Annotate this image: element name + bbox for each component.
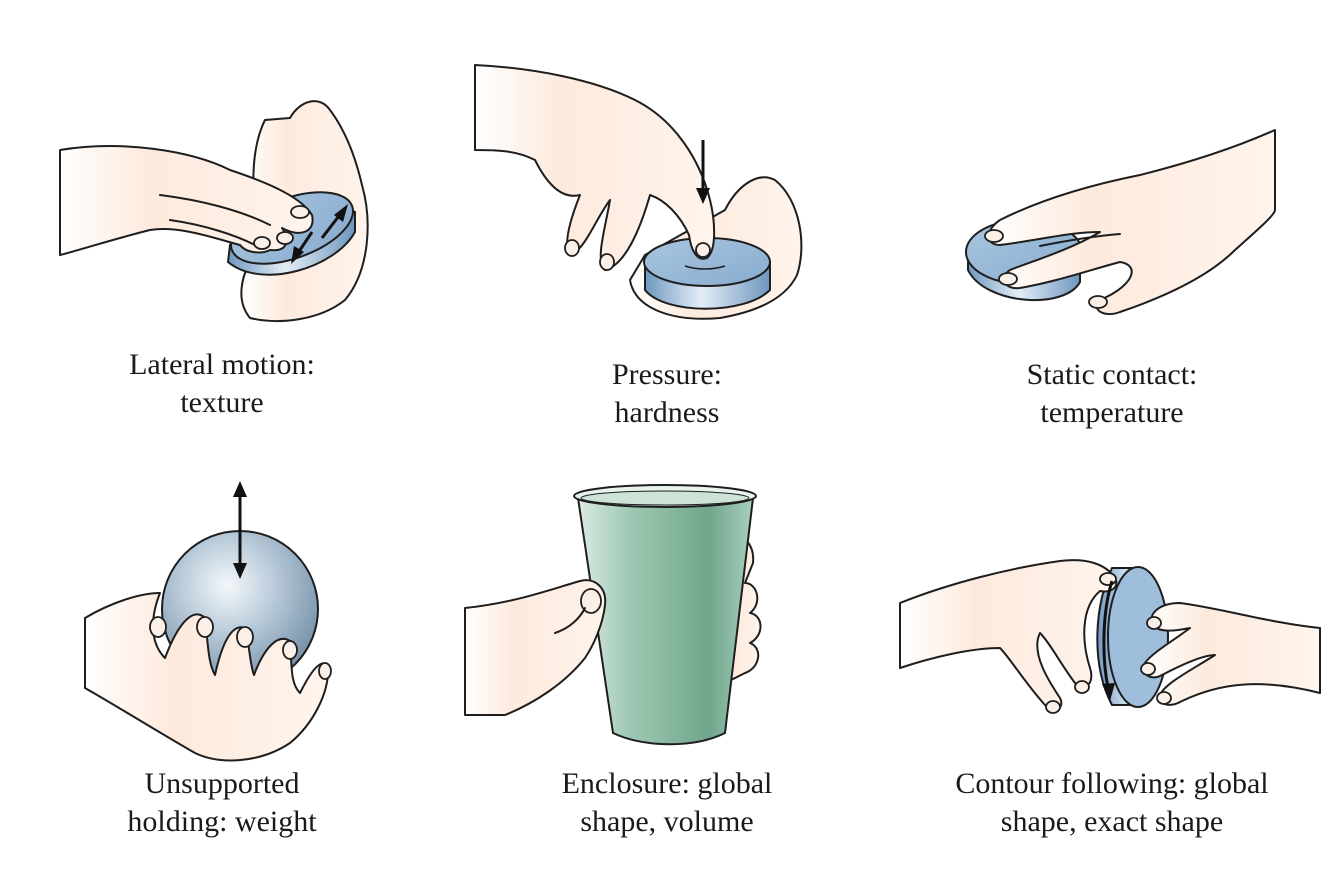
fingernail <box>318 662 332 680</box>
fingernail <box>253 236 271 250</box>
contour-following-illustration <box>899 559 1321 714</box>
fingernail <box>599 253 615 271</box>
panel-pressure: Pressure: hardness <box>445 0 889 443</box>
caption-line: Lateral motion: <box>129 348 315 381</box>
caption-lateral-motion: Lateral motion: texture <box>0 346 444 422</box>
cup-object <box>573 484 757 746</box>
pressure-arrow <box>696 140 710 204</box>
cylinder-object <box>1096 566 1169 708</box>
panel-enclosure: Enclosure: global shape, volume <box>445 443 889 886</box>
fingernail <box>580 588 602 614</box>
caption-line: shape, exact shape <box>1000 805 1224 838</box>
enclosure-illustration <box>464 484 762 746</box>
caption-contour-following: Contour following: global shape, exact s… <box>890 765 1334 841</box>
pressure-illustration <box>474 64 803 320</box>
static-contact-illustration <box>965 129 1276 316</box>
fingernail <box>1074 680 1090 694</box>
contour-arrow <box>1102 580 1115 701</box>
lateral-motion-illustration <box>59 100 369 322</box>
pressing-hand <box>474 64 716 271</box>
holding-hand <box>84 592 330 762</box>
fingernail <box>236 626 254 648</box>
caption-line: Enclosure: global <box>561 767 773 800</box>
fingernail <box>1156 691 1172 705</box>
fingernail <box>1099 572 1117 586</box>
weight-arrow <box>233 481 247 579</box>
caption-static-contact: Static contact: temperature <box>890 356 1334 432</box>
caption-line: shape, volume <box>580 805 754 838</box>
fingernail <box>695 242 711 258</box>
fingernail <box>196 616 214 638</box>
caption-line: hardness <box>614 396 720 429</box>
resting-hand <box>987 129 1276 316</box>
caption-line: Pressure: <box>612 358 722 391</box>
fingernail <box>1146 616 1162 630</box>
caption-line: Static contact: <box>1026 358 1198 391</box>
fingernail <box>1088 295 1108 309</box>
caption-line: texture <box>180 386 264 419</box>
enclosing-hand <box>464 579 607 716</box>
fingernail <box>290 205 310 219</box>
left-hand <box>899 559 1118 711</box>
fingernail <box>1045 700 1061 714</box>
panel-lateral-motion: Lateral motion: texture <box>0 0 444 443</box>
caption-pressure: Pressure: hardness <box>445 356 889 432</box>
panel-unsupported-holding: Unsupported holding: weight <box>0 443 444 886</box>
panel-static-contact: Static contact: temperature <box>890 0 1334 443</box>
fingernail <box>282 640 298 660</box>
caption-line: Contour following: global <box>955 767 1269 800</box>
caption-line: temperature <box>1040 396 1184 429</box>
caption-line: Unsupported <box>144 767 300 800</box>
lateral-motion-arrows <box>291 204 348 264</box>
fingernail <box>1140 662 1156 676</box>
fingernail <box>984 229 1004 243</box>
caption-enclosure: Enclosure: global shape, volume <box>445 765 889 841</box>
caption-unsupported-holding: Unsupported holding: weight <box>0 765 444 841</box>
fingernail <box>564 239 580 257</box>
fingernail <box>998 272 1018 286</box>
caption-line: holding: weight <box>127 805 317 838</box>
fingernail <box>276 231 294 245</box>
disk-object <box>643 237 771 310</box>
panel-contour-following: Contour following: global shape, exact s… <box>890 443 1334 886</box>
fingernail <box>149 616 167 638</box>
right-hand <box>1142 602 1321 706</box>
unsupported-holding-illustration <box>84 481 332 762</box>
